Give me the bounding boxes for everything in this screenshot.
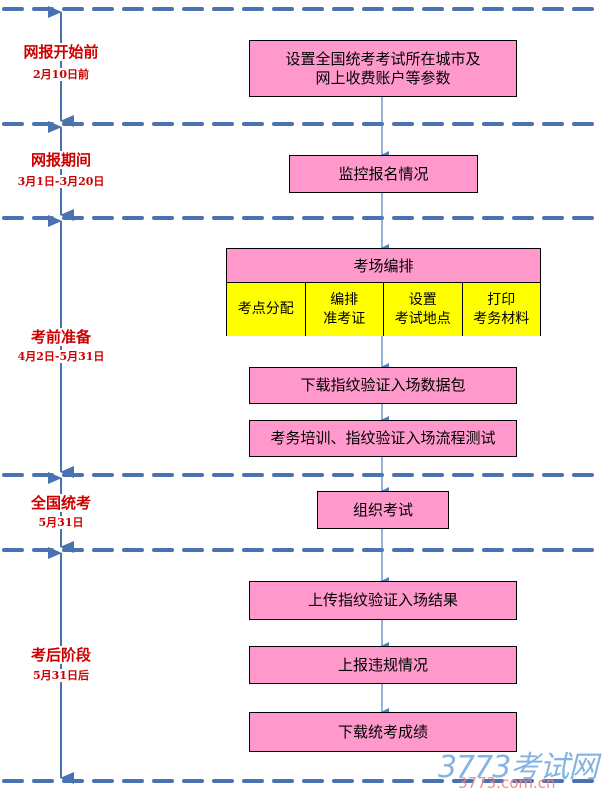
- monitor-registration-box: 监控报名情况: [289, 155, 478, 193]
- phase-date: 4月2日-5月31日: [15, 350, 107, 363]
- phase-title: 考前准备: [28, 328, 93, 346]
- watermark-url: 3773.com.cn: [458, 774, 556, 792]
- download-fingerprint-box: 下载指纹验证入场数据包: [249, 367, 517, 404]
- box-label: 组织考试: [352, 500, 413, 519]
- phase-title: 网报期间: [28, 151, 93, 169]
- box-line: 设置全国统考考试所在城市及: [285, 49, 481, 68]
- download-scores-box: 下载统考成绩: [249, 712, 517, 752]
- box-line: 网上收费账户等参数: [315, 68, 451, 87]
- table-cell-admission-ticket: 编排准考证: [306, 283, 384, 336]
- arrangement-table: 考场编排 考点分配 编排准考证 设置考试地点 打印考务材料: [226, 248, 541, 336]
- box-label: 上传指纹验证入场结果: [307, 591, 458, 609]
- organize-exam-box: 组织考试: [317, 491, 449, 529]
- table-cell-venue-allocation: 考点分配: [227, 283, 306, 336]
- phase-title: 全国统考: [28, 494, 93, 512]
- upload-results-box: 上传指纹验证入场结果: [249, 581, 517, 620]
- box-label: 考务培训、指纹验证入场流程测试: [270, 429, 496, 447]
- training-test-box: 考务培训、指纹验证入场流程测试: [249, 420, 517, 457]
- phase-date: 3月1日-3月20日: [15, 175, 107, 188]
- phase-date: 5月31日后: [31, 669, 91, 682]
- phase-date: 5月31日: [36, 516, 86, 529]
- phase-title: 考后阶段: [28, 646, 93, 664]
- phase-date: 2月10日前: [31, 68, 91, 81]
- arrangement-table-row: 考点分配 编排准考证 设置考试地点 打印考务材料: [227, 283, 540, 336]
- table-cell-print-materials: 打印考务材料: [473, 291, 530, 327]
- table-cell-exam-location: 设置考试地点: [384, 283, 463, 336]
- box-label: 下载指纹验证入场数据包: [300, 376, 466, 394]
- set-params-box: 设置全国统考考试所在城市及 网上收费账户等参数: [249, 40, 517, 97]
- phase-title: 网报开始前: [21, 43, 101, 61]
- watermark-brand: 3773考试网: [438, 750, 598, 785]
- box-label: 上报违规情况: [337, 655, 428, 674]
- box-label: 监控报名情况: [338, 164, 429, 183]
- box-label: 下载统考成绩: [337, 722, 428, 741]
- report-violations-box: 上报违规情况: [249, 646, 517, 684]
- arrangement-table-header: 考场编排: [227, 249, 540, 283]
